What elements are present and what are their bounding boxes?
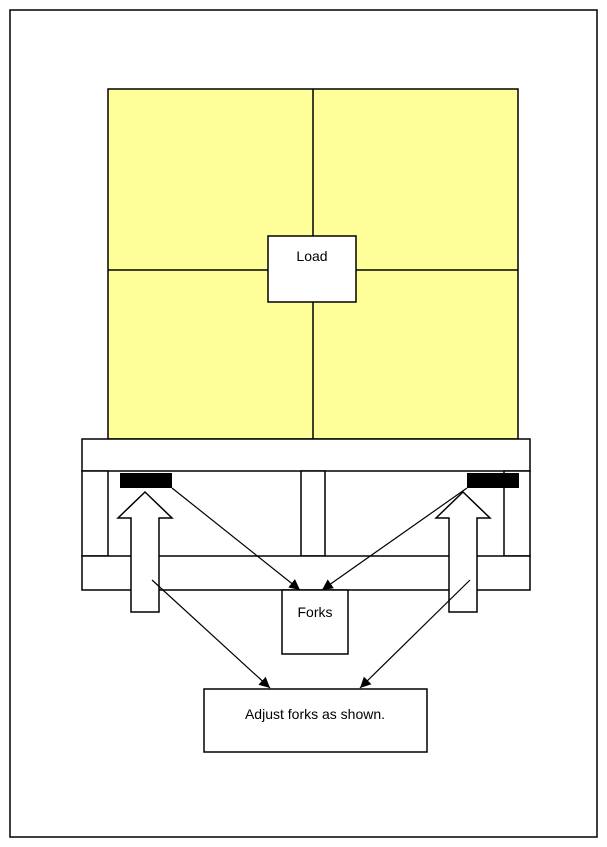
fork-pad-left [120, 473, 172, 488]
arrow-left-pad-to-forks [171, 487, 301, 591]
up-arrow-right [434, 490, 492, 613]
instruction-box [203, 688, 428, 753]
load-label: Load [296, 248, 327, 264]
load-block: Load [107, 88, 519, 440]
up-arrow-left [116, 490, 174, 613]
pallet-leg-left [81, 470, 109, 557]
load-label-box [267, 235, 357, 303]
forks-label: Forks [298, 604, 333, 620]
forks-label-box [281, 589, 349, 655]
instruction-label: Adjust forks as shown. [245, 706, 385, 722]
arrow-right-arrow-to-instruction [359, 579, 471, 689]
arrow-left-arrow-to-instruction [151, 579, 271, 689]
arrow-right-pad-to-forks [321, 487, 468, 591]
pallet-top-deck [81, 438, 531, 472]
fork-pad-right [467, 473, 519, 488]
pallet-leg-middle [300, 470, 326, 557]
